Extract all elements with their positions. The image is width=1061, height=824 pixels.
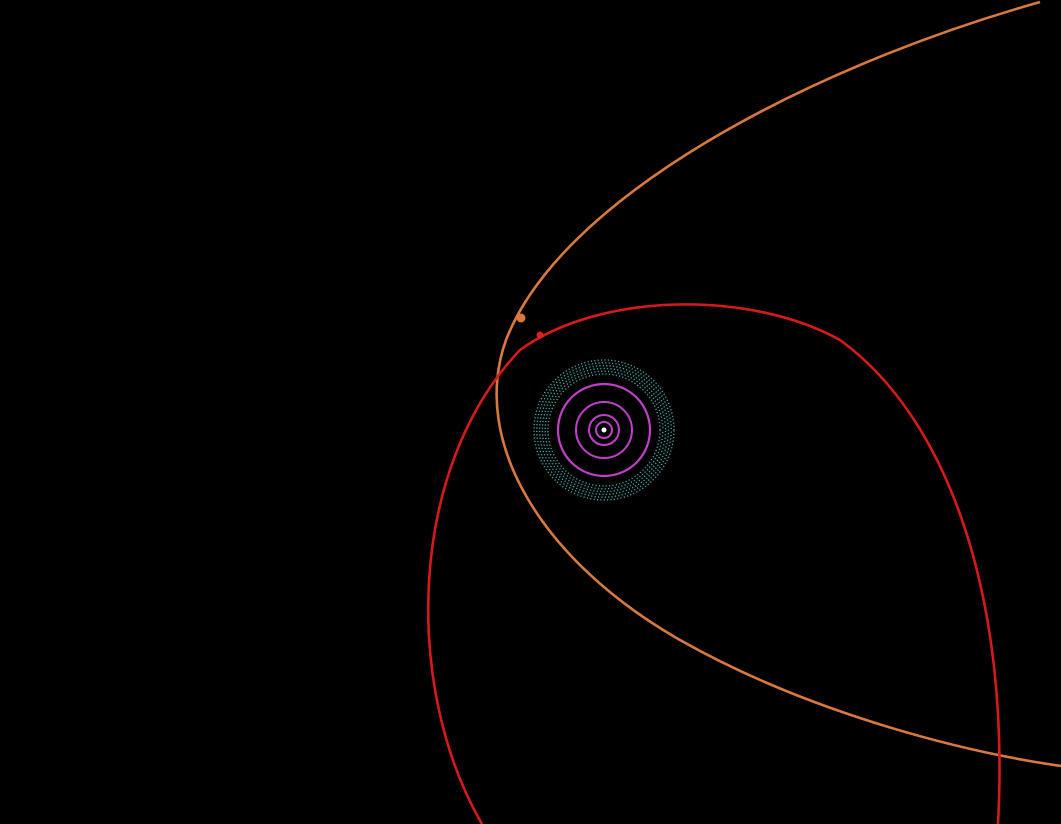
belt-ring <box>547 373 661 487</box>
inner-orbit-third <box>575 401 633 459</box>
orbit-orange <box>495 0 1061 768</box>
orbit-red <box>426 303 1001 824</box>
orange-body <box>516 313 526 323</box>
belt-ring <box>538 364 670 496</box>
inner-orbits <box>556 382 652 478</box>
red-body <box>536 331 544 339</box>
inner-orbit-first <box>595 421 613 439</box>
inner-orbit-outer <box>556 382 652 478</box>
sun <box>601 427 607 433</box>
belt-ring <box>541 367 667 493</box>
scattered-disc-belt <box>533 359 675 501</box>
belt-ring <box>533 359 675 501</box>
inner-orbit-second <box>588 414 620 446</box>
